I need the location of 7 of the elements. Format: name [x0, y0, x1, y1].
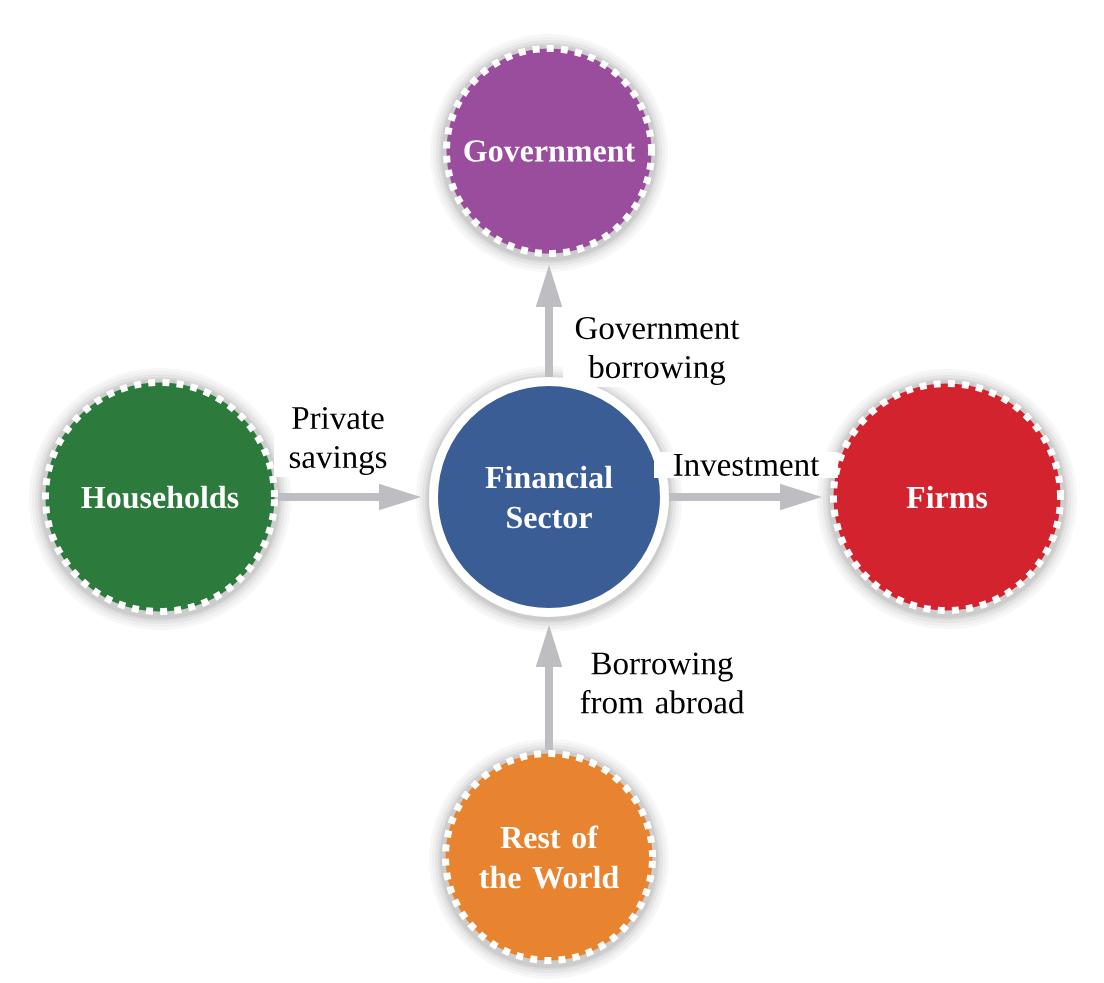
circle-node: Government [430, 34, 668, 272]
circle-node: Rest of the World [429, 739, 669, 979]
circle-node: Households [29, 368, 291, 630]
edge-label: Government borrowing [563, 315, 751, 387]
edge-label: Borrowing from abroad [574, 650, 750, 716]
edge-label: Investment [654, 452, 838, 478]
edge-label: Private savings [274, 405, 402, 477]
